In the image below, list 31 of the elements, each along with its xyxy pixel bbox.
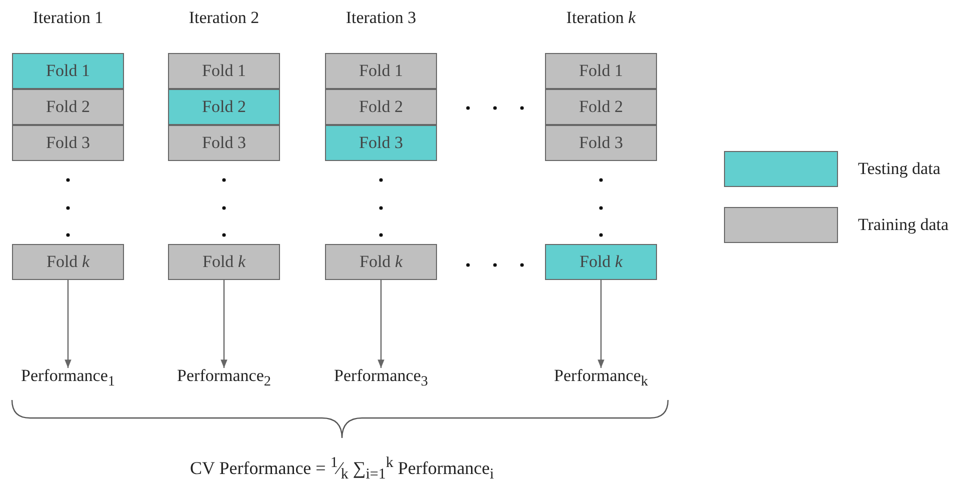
fold-box: Fold 1 (545, 53, 657, 89)
fold-box: Fold 2 (325, 89, 437, 125)
fold-box: Fold k (12, 244, 124, 280)
fold-box: Fold k (325, 244, 437, 280)
fold-box: Fold 1 (12, 53, 124, 89)
fold-box: Fold 3 (168, 125, 280, 161)
fold-box: Fold 1 (168, 53, 280, 89)
performance-label: Performance$_{2}$ (177, 366, 271, 390)
arrow (64, 280, 72, 368)
arrow (220, 280, 228, 368)
legend-label: Training data (858, 215, 949, 235)
arrow (598, 280, 604, 368)
formula: CV Performance = $^{1}$⁄$_{k}$ ∑$_{i=1}$$^{k}$ Performance$_{i}$ (190, 455, 494, 484)
fold-box: Fold k (545, 244, 657, 280)
fold-box: Fold 1 (325, 53, 437, 89)
performance-label: Performance$_{k}$ (554, 366, 648, 390)
fold-box: Fold k (168, 244, 280, 280)
column-heading: Iteration k (566, 8, 636, 28)
performance-label: Performance$_{1}$ (21, 366, 115, 390)
column-heading: Iteration 3 (346, 8, 416, 28)
fold-box: Fold 3 (325, 125, 437, 161)
column-heading: Iteration 2 (188, 8, 260, 28)
legend-label: Testing data (858, 159, 940, 179)
performance-label: Performance$_{3}$ (334, 366, 428, 390)
arrow (378, 280, 384, 368)
fold-box: Fold 3 (12, 125, 124, 161)
column-heading: Iteration 1 (32, 8, 104, 28)
fold-box: Fold 2 (545, 89, 657, 125)
fold-box: Fold 2 (12, 89, 124, 125)
fold-box: Fold 2 (168, 89, 280, 125)
fold-box: Fold 3 (545, 125, 657, 161)
